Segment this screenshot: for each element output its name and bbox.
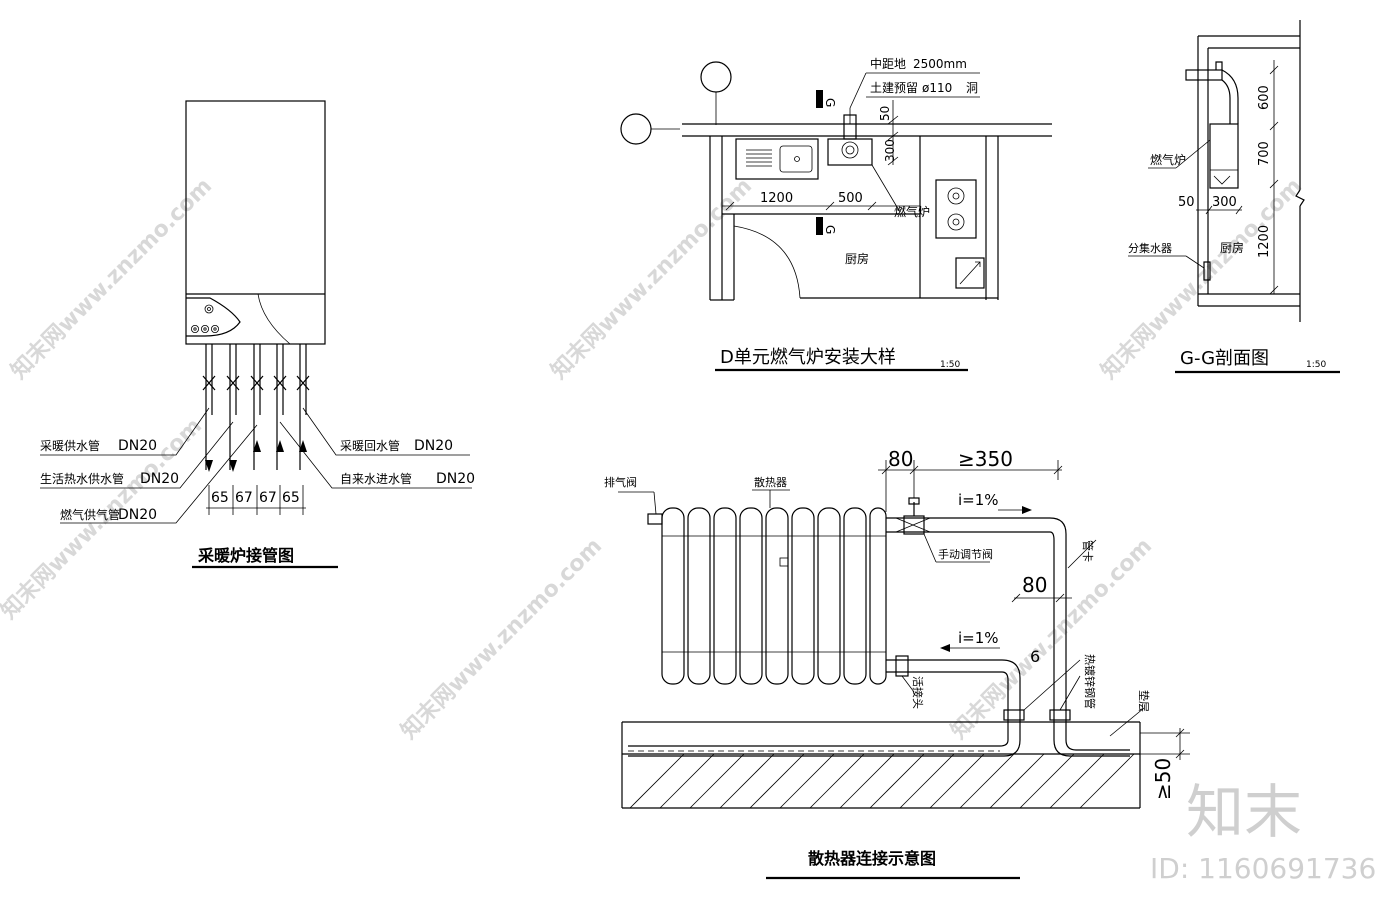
- section-label-kitchen: 厨房: [1220, 240, 1244, 255]
- radiator-diagram: 排气阀 散热器 i=1% i=1%: [604, 447, 1190, 880]
- dim-plan-1200: 1200: [760, 191, 793, 206]
- note-height-value: 2500mm: [913, 57, 967, 71]
- section-label-manifold: 分集水器: [1128, 241, 1172, 255]
- axis-bubble-top: [700, 61, 732, 93]
- dim-section-300: 300: [1212, 195, 1237, 210]
- section-diagram-scale: 1:50: [1306, 360, 1326, 370]
- dim-radiator-50: ≥50: [1151, 758, 1175, 800]
- dim-plan-50: 50: [878, 106, 892, 121]
- label-gas-supply-dn: DN20: [118, 507, 157, 523]
- dim-radiator-350: ≥350: [958, 447, 1013, 471]
- dim-radiator-80-side: 80: [1022, 573, 1047, 597]
- label-tap-water-inlet: 自来水进水管: [340, 471, 412, 486]
- label-pipe-clamp: 管卡: [1081, 540, 1095, 562]
- axis-bubble-left: [620, 113, 652, 145]
- watermark-layer: 知末网www.znzmo.com 知末网www.znzmo.com 知末网www…: [0, 173, 1307, 744]
- brand-logo: 知末: [1186, 778, 1302, 846]
- dim-section-1200: 1200: [1257, 225, 1272, 258]
- watermark-text: 知末网www.znzmo.com: [6, 173, 217, 384]
- brand-id-label: ID: 1160691736: [1150, 852, 1376, 885]
- gas-stove: [935, 179, 977, 239]
- label-heating-return-dn: DN20: [414, 438, 453, 454]
- note-hole-suffix: 洞: [966, 81, 978, 95]
- dim-plan-500: 500: [838, 191, 863, 206]
- dim-plan-300: 300: [883, 139, 897, 162]
- label-radiator: 散热器: [754, 475, 787, 489]
- section-diagram: 600 700 1200 50 300 燃气炉 分集水器 厨房 G-G剖面图 1…: [1128, 20, 1340, 374]
- label-union: 活接头: [911, 676, 924, 709]
- label-hot-water-supply-dn: DN20: [140, 471, 179, 487]
- boiler-on-plan: [827, 138, 873, 166]
- brand-corner: 知末 ID: 1160691736: [1150, 778, 1376, 885]
- note-hole-value: ø110: [922, 81, 952, 95]
- slope-lower: i=1%: [958, 629, 999, 647]
- slope-upper: i=1%: [958, 491, 999, 509]
- section-mark-g-top: G: [823, 98, 837, 107]
- dim-section-600: 600: [1257, 85, 1272, 110]
- watermark-text: 知末网www.znzmo.com: [396, 533, 607, 744]
- boiler-pipes: [202, 344, 310, 472]
- plan-diagram-scale: 1:50: [940, 360, 960, 370]
- note-hole-label: 土建预留: [870, 81, 918, 95]
- section-diagram-title: G-G剖面图: [1180, 348, 1269, 369]
- plan-diagram: G G 中距地 2500mm 土建预留 ø110 洞 50 300 1200 5…: [620, 56, 1052, 372]
- dim-67-right: 67: [259, 490, 277, 506]
- section-mark-g-bottom: G: [823, 225, 837, 234]
- dim-67-left: 67: [235, 490, 253, 506]
- label-air-vent: 排气阀: [604, 475, 637, 489]
- sink-counter: [735, 138, 819, 180]
- dim-65-right: 65: [282, 490, 300, 506]
- boiler-diagram-title: 采暖炉接管图: [197, 546, 294, 565]
- radiator-body: [661, 507, 887, 685]
- dim-section-50: 50: [1178, 195, 1195, 210]
- dim-section-700: 700: [1257, 141, 1272, 166]
- label-heating-supply: 采暖供水管: [40, 438, 100, 453]
- floor-hatch: [629, 753, 1135, 809]
- label-tap-water-inlet-dn: DN20: [436, 471, 475, 487]
- label-manual-valve: 手动调节阀: [938, 547, 993, 561]
- label-cushion: 垫层: [1137, 690, 1151, 712]
- label-heating-supply-dn: DN20: [118, 438, 157, 454]
- boiler-body: [185, 100, 326, 345]
- dim-65-left: 65: [211, 490, 229, 506]
- label-heating-return: 采暖回水管: [340, 438, 400, 453]
- label-hot-water-supply: 生活热水供水管: [40, 471, 124, 486]
- boiler-on-section: [1209, 123, 1239, 189]
- radiator-diagram-title: 散热器连接示意图: [808, 849, 936, 868]
- dim-radiator-6: 6: [1030, 647, 1040, 666]
- plan-label-boiler: 燃气炉: [894, 204, 930, 219]
- boiler-diagram: 65 67 67 65 采暖供水管 DN20 生活热水供水管 DN20 燃气供气…: [40, 100, 475, 569]
- note-height-label: 中距地: [870, 56, 906, 71]
- section-label-boiler: 燃气炉: [1150, 152, 1186, 167]
- plan-label-kitchen: 厨房: [845, 251, 869, 266]
- dim-radiator-80-top: 80: [888, 447, 913, 471]
- plan-diagram-title: D单元燃气炉安装大样: [720, 347, 896, 368]
- label-gas-supply: 燃气供气管: [60, 507, 120, 522]
- label-steel-pipe: 热镀锌钢管: [1083, 654, 1097, 709]
